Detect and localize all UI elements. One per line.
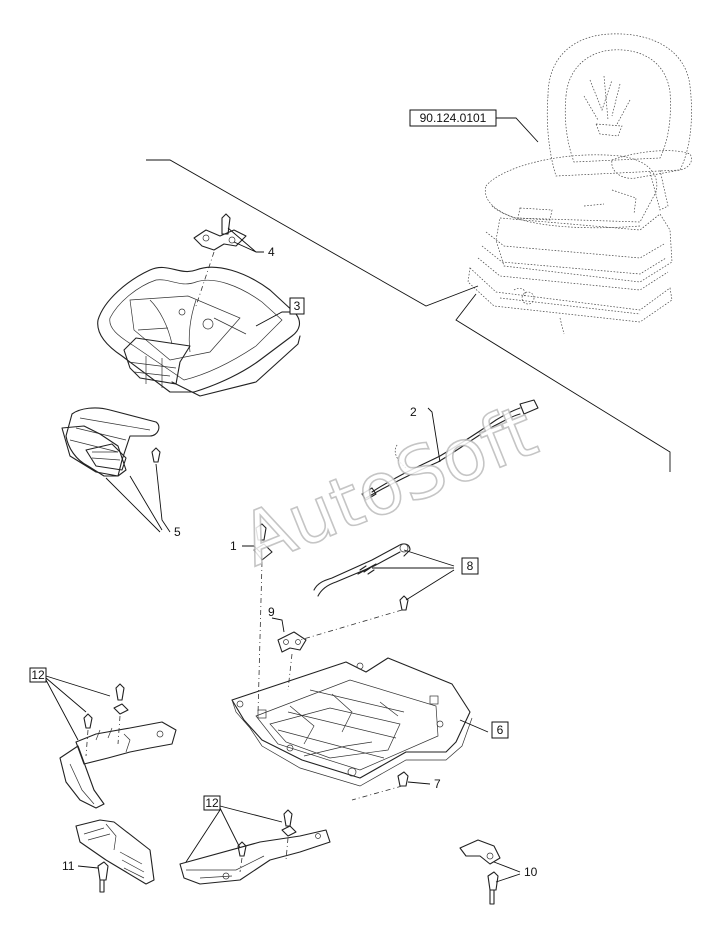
callout-9: 9 xyxy=(268,605,275,619)
callout-6: 6 xyxy=(497,723,504,737)
part-1-bolt-pad: 1 xyxy=(230,523,273,715)
reference-code: 90.124.0101 xyxy=(420,111,487,125)
assembly-reference-callout: 90.124.0101 xyxy=(409,109,539,143)
part-8-rod-spring: 8 xyxy=(299,543,479,641)
part-10-latch: 10 xyxy=(459,839,538,905)
callout-11: 11 xyxy=(62,859,75,873)
part-9-bracket: 9 xyxy=(268,605,307,691)
callout-10: 10 xyxy=(524,865,538,879)
callout-4: 4 xyxy=(268,245,275,259)
seat-assembly xyxy=(467,33,692,335)
part-5-side-covers: 5 xyxy=(61,407,181,539)
callout-3: 3 xyxy=(294,299,301,313)
part-7-bolt: 7 xyxy=(351,771,441,801)
callout-12-left: 12 xyxy=(31,668,45,682)
part-12-left-bracket: 12 xyxy=(29,667,177,809)
callout-5: 5 xyxy=(174,525,181,539)
part-2-cable-harness: 2 xyxy=(361,399,539,501)
callout-1: 1 xyxy=(230,539,237,553)
watermark-text: AutoSoft xyxy=(229,389,547,583)
part-4-clip: 4 xyxy=(193,213,275,307)
callout-2: 2 xyxy=(410,405,417,419)
part-11-bracket: 11 xyxy=(62,819,155,893)
part-12-bottom-bracket: 12 xyxy=(179,795,331,885)
part-6-base-plate: 6 xyxy=(231,657,509,787)
callout-7: 7 xyxy=(434,777,441,791)
callout-8: 8 xyxy=(467,559,474,573)
assembly-link-line-left xyxy=(146,159,479,307)
assembly-link-line-right xyxy=(455,293,671,472)
callout-12-bottom: 12 xyxy=(205,796,219,810)
part-3-cushion-frame: 3 xyxy=(97,266,305,397)
